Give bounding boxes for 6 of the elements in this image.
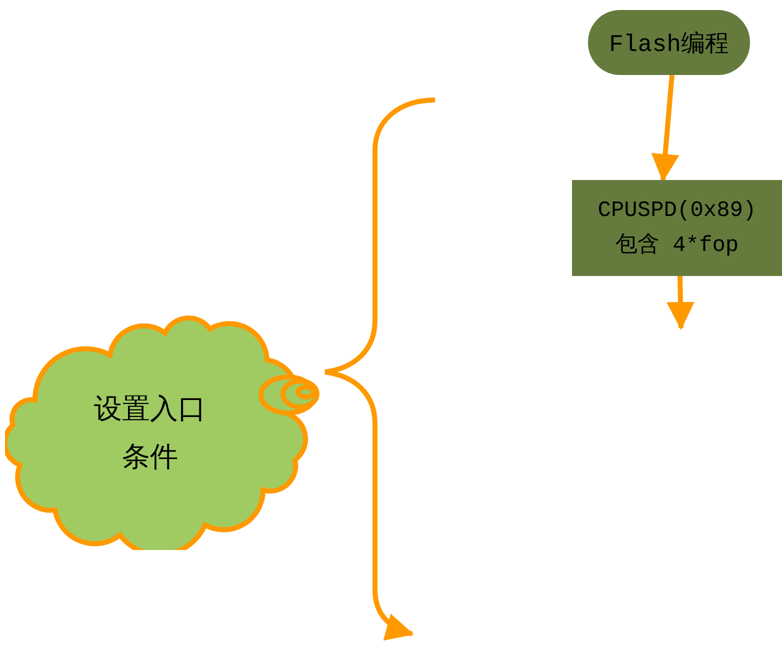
brace-arrow (324, 370, 414, 640)
process-box: CPUSPD(0x89) 包含 4*fop (572, 180, 782, 276)
terminal-box: Flash编程 (588, 10, 750, 75)
brace-line (324, 98, 436, 374)
arrow (666, 276, 694, 330)
arrow (651, 74, 680, 182)
